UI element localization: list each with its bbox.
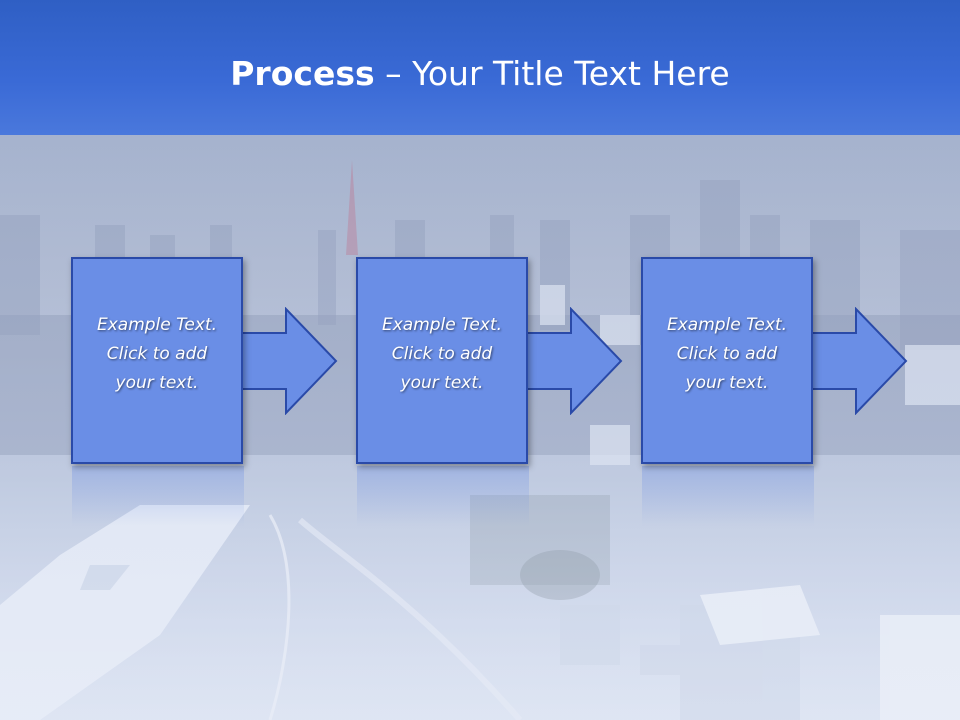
step-3-text[interactable]: Example Text. Click to add your text. (643, 311, 811, 398)
step-2-line-1: Example Text. (381, 315, 503, 335)
step-1-line-3: your text. (115, 373, 199, 393)
step-3-box[interactable]: Example Text. Click to add your text. (641, 257, 813, 464)
step-2-box[interactable]: Example Text. Click to add your text. (356, 257, 528, 464)
title-rest-part: – Your Title Text Here (374, 54, 730, 93)
step-3-line-2: Click to add (676, 344, 778, 364)
step-1-line-1: Example Text. (96, 315, 218, 335)
title-band: Process – Your Title Text Here (0, 0, 960, 135)
step-2-text[interactable]: Example Text. Click to add your text. (358, 311, 526, 398)
step-2-arrow-icon (527, 307, 623, 415)
step-3-line-1: Example Text. (666, 315, 788, 335)
step-1-line-2: Click to add (106, 344, 208, 364)
step-3-reflection (642, 466, 814, 526)
step-3-line-3: your text. (685, 373, 769, 393)
step-1-text[interactable]: Example Text. Click to add your text. (73, 311, 241, 398)
step-3-arrow-icon (812, 307, 908, 415)
slide-title[interactable]: Process – Your Title Text Here (0, 52, 960, 96)
step-1-box[interactable]: Example Text. Click to add your text. (71, 257, 243, 464)
step-1-reflection (72, 466, 244, 526)
step-2-line-3: your text. (400, 373, 484, 393)
title-bold-part: Process (230, 54, 375, 93)
step-1-arrow-icon (242, 307, 338, 415)
step-2-reflection (357, 466, 529, 526)
step-2-line-2: Click to add (391, 344, 493, 364)
